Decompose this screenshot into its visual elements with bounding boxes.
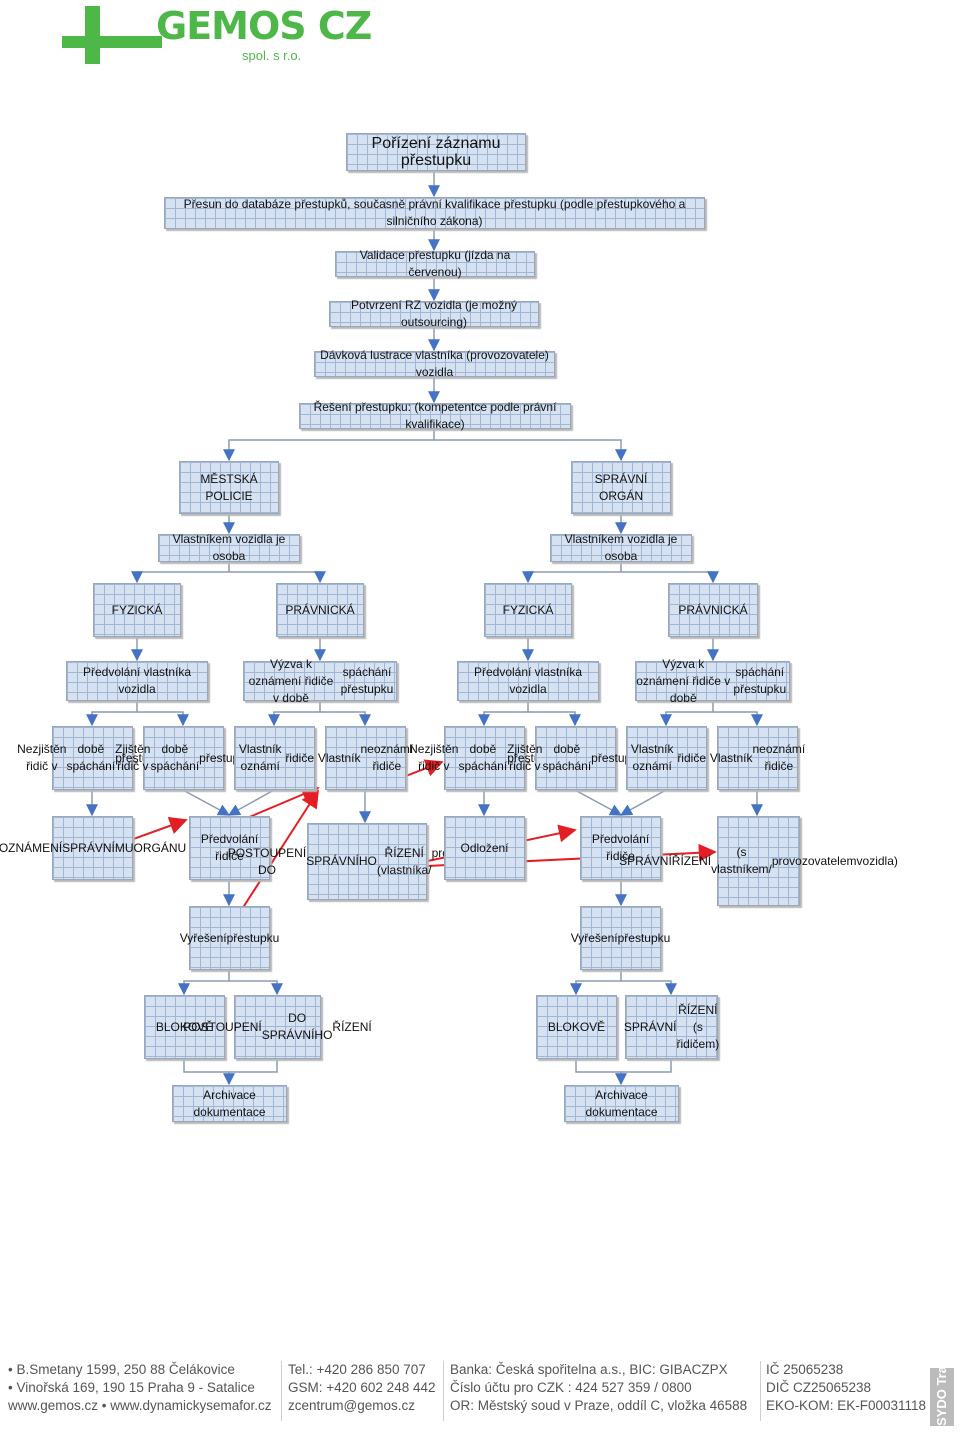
box-vlastnik-osoba-left: Vlastníkem vozidla je osoba (158, 532, 300, 563)
box-fyzicka-right: FYZICKÁ (484, 583, 572, 637)
box-archivace-left: Archivace dokumentace (172, 1085, 287, 1122)
box-odlozeni: Odložení (444, 816, 525, 880)
footer-ids: IČ 25065238 DIČ CZ25065238 EKO-KOM: EK-F… (766, 1362, 927, 1413)
box-predvolani-ridice-right: Předvolání řidiče (580, 816, 661, 880)
box-pravnicka-left: PRÁVNICKÁ (276, 583, 364, 637)
box-pravnicka-right: PRÁVNICKÁ (668, 583, 758, 637)
footer-divider (760, 1361, 761, 1421)
box-blokove-right: BLOKOVĚ (536, 995, 617, 1059)
box-predvolani-ridice-left: Předvolání řidiče (189, 816, 270, 880)
logo-cross-horizontal (62, 36, 162, 48)
footer-address: • B.Smetany 1599, 250 88 Čelákovice • Vi… (8, 1362, 272, 1413)
box-potvrzeni: Potvrzení RZ vozidla (je možný outsourci… (329, 298, 539, 329)
box-reseni: Řešení přestupku: (kompetentce podle prá… (299, 400, 571, 431)
footer: • B.Smetany 1599, 250 88 Čelákovice • Vi… (0, 1355, 960, 1435)
connector-lines (86, 172, 763, 1086)
logo-name: GEMOS CZ (156, 4, 372, 48)
box-porizeni: Pořízení záznamu přestupku (346, 133, 526, 171)
footer-divider (281, 1361, 282, 1421)
footer-contact: Tel.: +420 286 850 707 GSM: +420 602 248… (288, 1362, 436, 1413)
logo-cross-vertical (85, 6, 100, 64)
box-validace: Validace přestupku (jízda na červenou) (335, 248, 535, 279)
box-vlastnik-osoba-right: Vlastníkem vozidla je osoba (550, 532, 692, 563)
footer-bank: Banka: Česká spořitelna a.s., BIC: GIBAC… (450, 1362, 748, 1413)
box-blokove-left: BLOKOVĚ (144, 995, 225, 1059)
logo-subtitle: spol. s r.o. (242, 48, 302, 63)
box-presun: Přesun do databáze přestupků, současně p… (164, 197, 705, 229)
box-spravni-organ: SPRÁVNÍ ORGÁN (571, 461, 671, 514)
sydo-traffic-logo: SYDO Traffic (930, 1347, 954, 1426)
box-mestska-policie: MĚSTSKÁ POLICIE (179, 461, 279, 514)
box-fyzicka-left: FYZICKÁ (93, 583, 181, 637)
box-predvolani-vlastnika-right: Předvolání vlastníka vozidla (457, 661, 599, 701)
gemos-logo: GEMOS CZ spol. s r.o. (62, 4, 372, 66)
box-davkova: Dávková lustrace vlastníka (provozovatel… (314, 348, 555, 379)
footer-divider (443, 1361, 444, 1421)
box-predvolani-vlastnika-left: Předvolání vlastníka vozidla (66, 661, 208, 701)
box-archivace-right: Archivace dokumentace (564, 1085, 679, 1122)
